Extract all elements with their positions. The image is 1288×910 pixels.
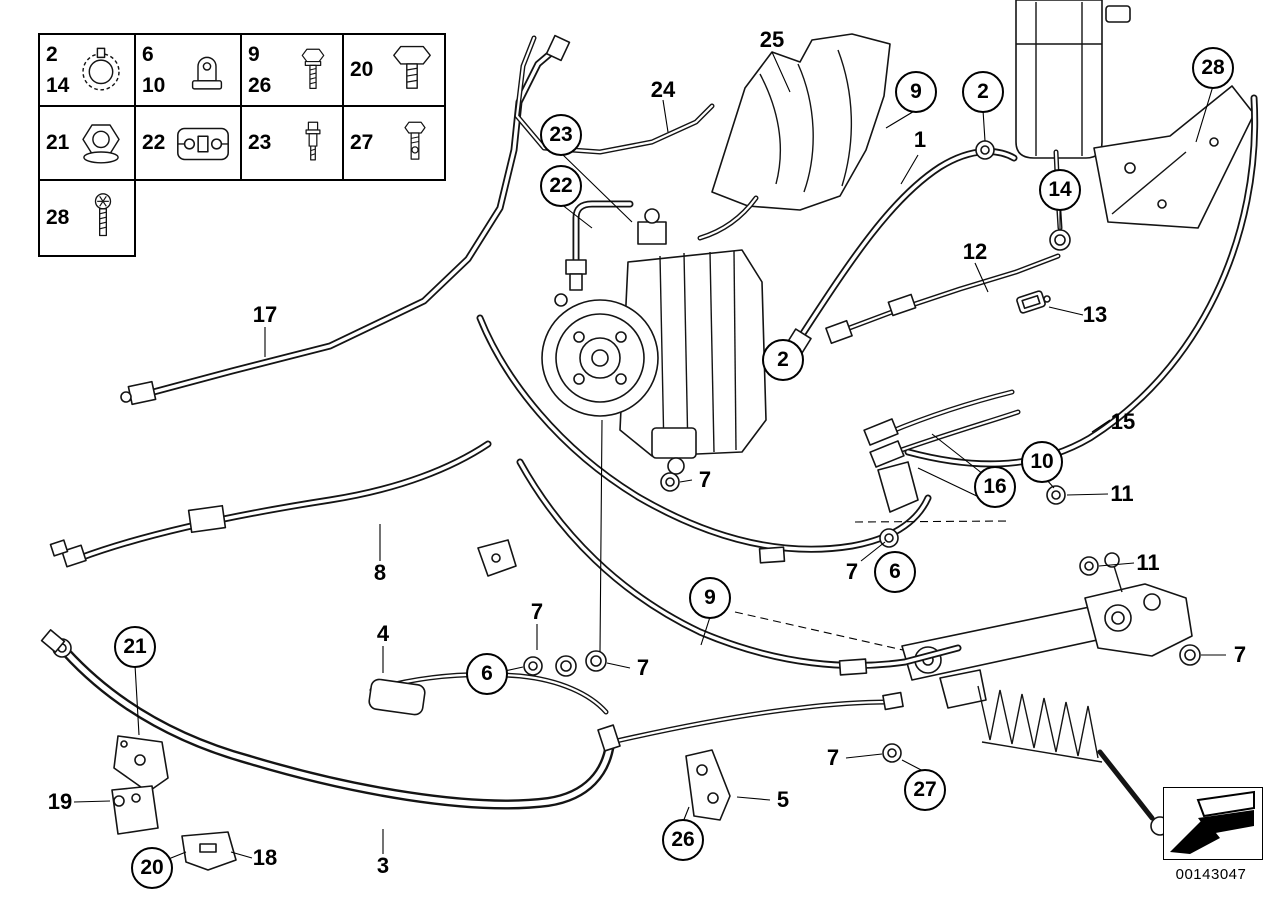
- self-tapping-screw-icon: [94, 193, 112, 237]
- callout-25[interactable]: 25: [759, 27, 785, 52]
- callout-20[interactable]: 20: [131, 847, 173, 889]
- callout-2[interactable]: 2: [762, 339, 804, 381]
- direction-of-travel-box: [1163, 787, 1263, 860]
- callout-18[interactable]: 18: [252, 845, 278, 870]
- callout-11[interactable]: 11: [1110, 481, 1134, 506]
- legend-cell-hex-bolt[interactable]: 9 26: [240, 33, 344, 107]
- callout-1[interactable]: 1: [913, 127, 927, 152]
- legend-cell-hollow-banjo-bolt[interactable]: 27: [342, 105, 446, 181]
- callout-15[interactable]: 15: [1110, 409, 1136, 434]
- legend-cell-hose-clamp[interactable]: 2 14: [38, 33, 136, 107]
- expansion-tank: [1015, 0, 1131, 159]
- legend-label: 28: [46, 206, 70, 230]
- callout-7[interactable]: 7: [845, 559, 859, 584]
- callout-4[interactable]: 4: [376, 621, 390, 646]
- legend-label: 14: [46, 74, 70, 97]
- callout-13[interactable]: 13: [1082, 302, 1108, 327]
- callout-7[interactable]: 7: [530, 599, 544, 624]
- callout-17[interactable]: 17: [252, 302, 278, 327]
- shoulder-screw-icon: [305, 121, 321, 161]
- legend-cell-sealing-plug[interactable]: 6 10: [134, 33, 242, 107]
- callout-16[interactable]: 16: [974, 466, 1016, 508]
- callout-6[interactable]: 6: [466, 653, 508, 695]
- legend-label: 27: [350, 131, 374, 155]
- legend-label: 9: [248, 42, 260, 66]
- callout-19[interactable]: 19: [47, 789, 73, 814]
- legend-label: 23: [248, 131, 272, 155]
- callout-14[interactable]: 14: [1039, 169, 1081, 211]
- tank-bracket: [1093, 85, 1255, 229]
- legend-cell-shoulder-screw[interactable]: 23: [240, 105, 344, 181]
- callout-11[interactable]: 11: [1136, 550, 1160, 575]
- legend-cell-self-tapping-screw[interactable]: 28: [38, 179, 136, 257]
- callout-7[interactable]: 7: [826, 745, 840, 770]
- callout-12[interactable]: 12: [962, 239, 988, 264]
- callout-9[interactable]: 9: [895, 71, 937, 113]
- legend-label: 26: [248, 74, 272, 97]
- diagram-number: 00143047: [1175, 866, 1247, 883]
- flange-nut-icon: [82, 124, 120, 164]
- legend-cell-flange-nut[interactable]: 21: [38, 105, 136, 181]
- direction-arrow-icon: [1170, 790, 1255, 854]
- callout-24[interactable]: 24: [650, 77, 676, 102]
- hollow-banjo-bolt-icon: [404, 121, 426, 160]
- callout-7[interactable]: 7: [636, 655, 650, 680]
- callout-23[interactable]: 23: [540, 114, 582, 156]
- hex-bolt-large-icon: [393, 45, 431, 89]
- callout-7[interactable]: 7: [1233, 642, 1247, 667]
- callout-27[interactable]: 27: [904, 769, 946, 811]
- callout-2[interactable]: 2: [962, 71, 1004, 113]
- callout-7[interactable]: 7: [698, 467, 712, 492]
- hose-clamp-icon: [82, 47, 120, 91]
- power-steering-pump: [541, 208, 767, 475]
- legend-label: 10: [142, 74, 166, 97]
- callout-9[interactable]: 9: [689, 577, 731, 619]
- legend-label: 2: [46, 42, 58, 66]
- callout-10[interactable]: 10: [1021, 441, 1063, 483]
- mounting-bracket-icon: [177, 127, 229, 161]
- fittings-and-brackets: [40, 34, 1051, 871]
- legend-label: 22: [142, 131, 166, 155]
- legend-cell-mounting-bracket[interactable]: 22: [134, 105, 242, 181]
- callout-6[interactable]: 6: [874, 551, 916, 593]
- callout-8[interactable]: 8: [373, 560, 387, 585]
- legend-label: 6: [142, 42, 154, 66]
- callout-22[interactable]: 22: [540, 165, 582, 207]
- callout-21[interactable]: 21: [114, 626, 156, 668]
- callout-26[interactable]: 26: [662, 819, 704, 861]
- callout-3[interactable]: 3: [376, 853, 390, 878]
- washers-and-rings: [523, 140, 1201, 763]
- callout-28[interactable]: 28: [1192, 47, 1234, 89]
- steering-rack: [901, 552, 1193, 853]
- heat-shield: [711, 33, 891, 211]
- sealing-plug-icon: [191, 56, 223, 90]
- legend-label: 21: [46, 131, 70, 155]
- legend-cell-hex-bolt-large[interactable]: 20: [342, 33, 446, 107]
- callout-5[interactable]: 5: [776, 787, 790, 812]
- hex-bolt-icon: [301, 48, 325, 90]
- legend-label: 20: [350, 58, 374, 82]
- reference-dashed-lines: [734, 520, 1011, 651]
